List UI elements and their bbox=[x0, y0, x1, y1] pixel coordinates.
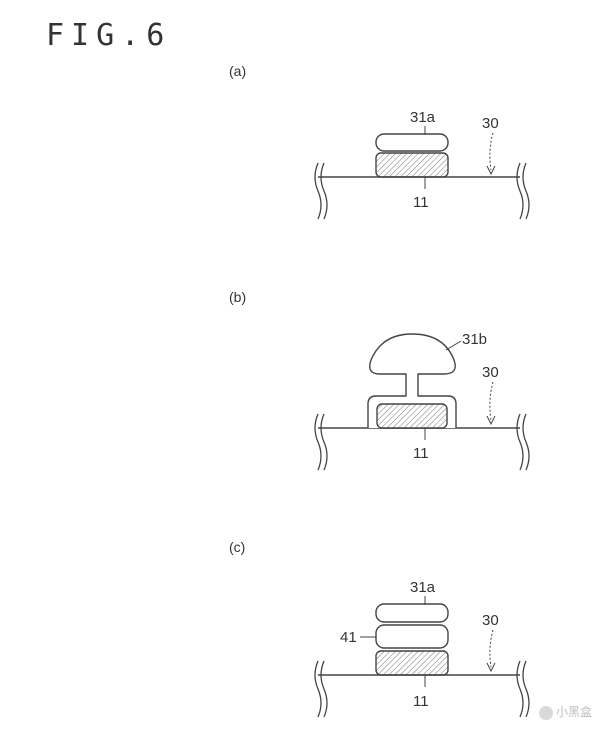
watermark: 小黑盒 bbox=[538, 703, 592, 720]
panel-a-label: (a) bbox=[229, 63, 246, 79]
ref-label-31a: 31a bbox=[410, 579, 436, 596]
break-mark-right bbox=[516, 660, 524, 718]
panel-b-label: (b) bbox=[229, 289, 246, 305]
break-mark-left bbox=[314, 162, 322, 220]
electrode-pad bbox=[375, 650, 449, 676]
panel-c: (c) 31a 41 30 11 bbox=[229, 539, 530, 718]
ref-label-30: 30 bbox=[482, 115, 499, 132]
bump-layer bbox=[375, 603, 449, 623]
figure-title: FIG.6 bbox=[46, 18, 172, 53]
ref-label-30: 30 bbox=[482, 364, 499, 381]
ref-label-31b: 31b bbox=[462, 331, 487, 348]
intermediate-layer bbox=[375, 624, 449, 649]
leader-line bbox=[489, 381, 494, 421]
leader-line bbox=[489, 132, 494, 171]
leader-line bbox=[489, 629, 494, 668]
ref-label-41: 41 bbox=[340, 629, 357, 646]
break-mark-right bbox=[522, 660, 530, 718]
arrow-head-icon bbox=[486, 165, 496, 176]
watermark-text: 小黑盒 bbox=[555, 705, 592, 719]
electrode-pad bbox=[376, 403, 448, 429]
break-mark-right bbox=[516, 162, 524, 220]
ref-label-11: 11 bbox=[413, 445, 429, 462]
break-mark-right bbox=[516, 413, 524, 471]
break-mark-right bbox=[522, 413, 530, 471]
ref-label-30: 30 bbox=[482, 612, 499, 629]
break-mark-right bbox=[522, 162, 530, 220]
bump-layer bbox=[375, 133, 449, 152]
break-mark-left bbox=[320, 413, 328, 471]
break-mark-left bbox=[314, 413, 322, 471]
arrow-head-icon bbox=[486, 415, 496, 426]
electrode-pad bbox=[375, 152, 449, 178]
break-mark-left bbox=[320, 660, 328, 718]
break-mark-left bbox=[320, 162, 328, 220]
panel-b: (b) 31b 30 11 bbox=[229, 289, 530, 471]
watermark-logo-icon bbox=[538, 705, 553, 720]
ref-label-11: 11 bbox=[413, 194, 429, 211]
ref-label-31a: 31a bbox=[410, 109, 436, 126]
ref-label-11: 11 bbox=[413, 693, 429, 710]
leader-line bbox=[445, 340, 462, 351]
arrow-head-icon bbox=[486, 662, 496, 673]
panel-c-label: (c) bbox=[229, 539, 245, 555]
panel-a: (a) 31a 30 11 bbox=[229, 63, 530, 220]
break-mark-left bbox=[314, 660, 322, 718]
